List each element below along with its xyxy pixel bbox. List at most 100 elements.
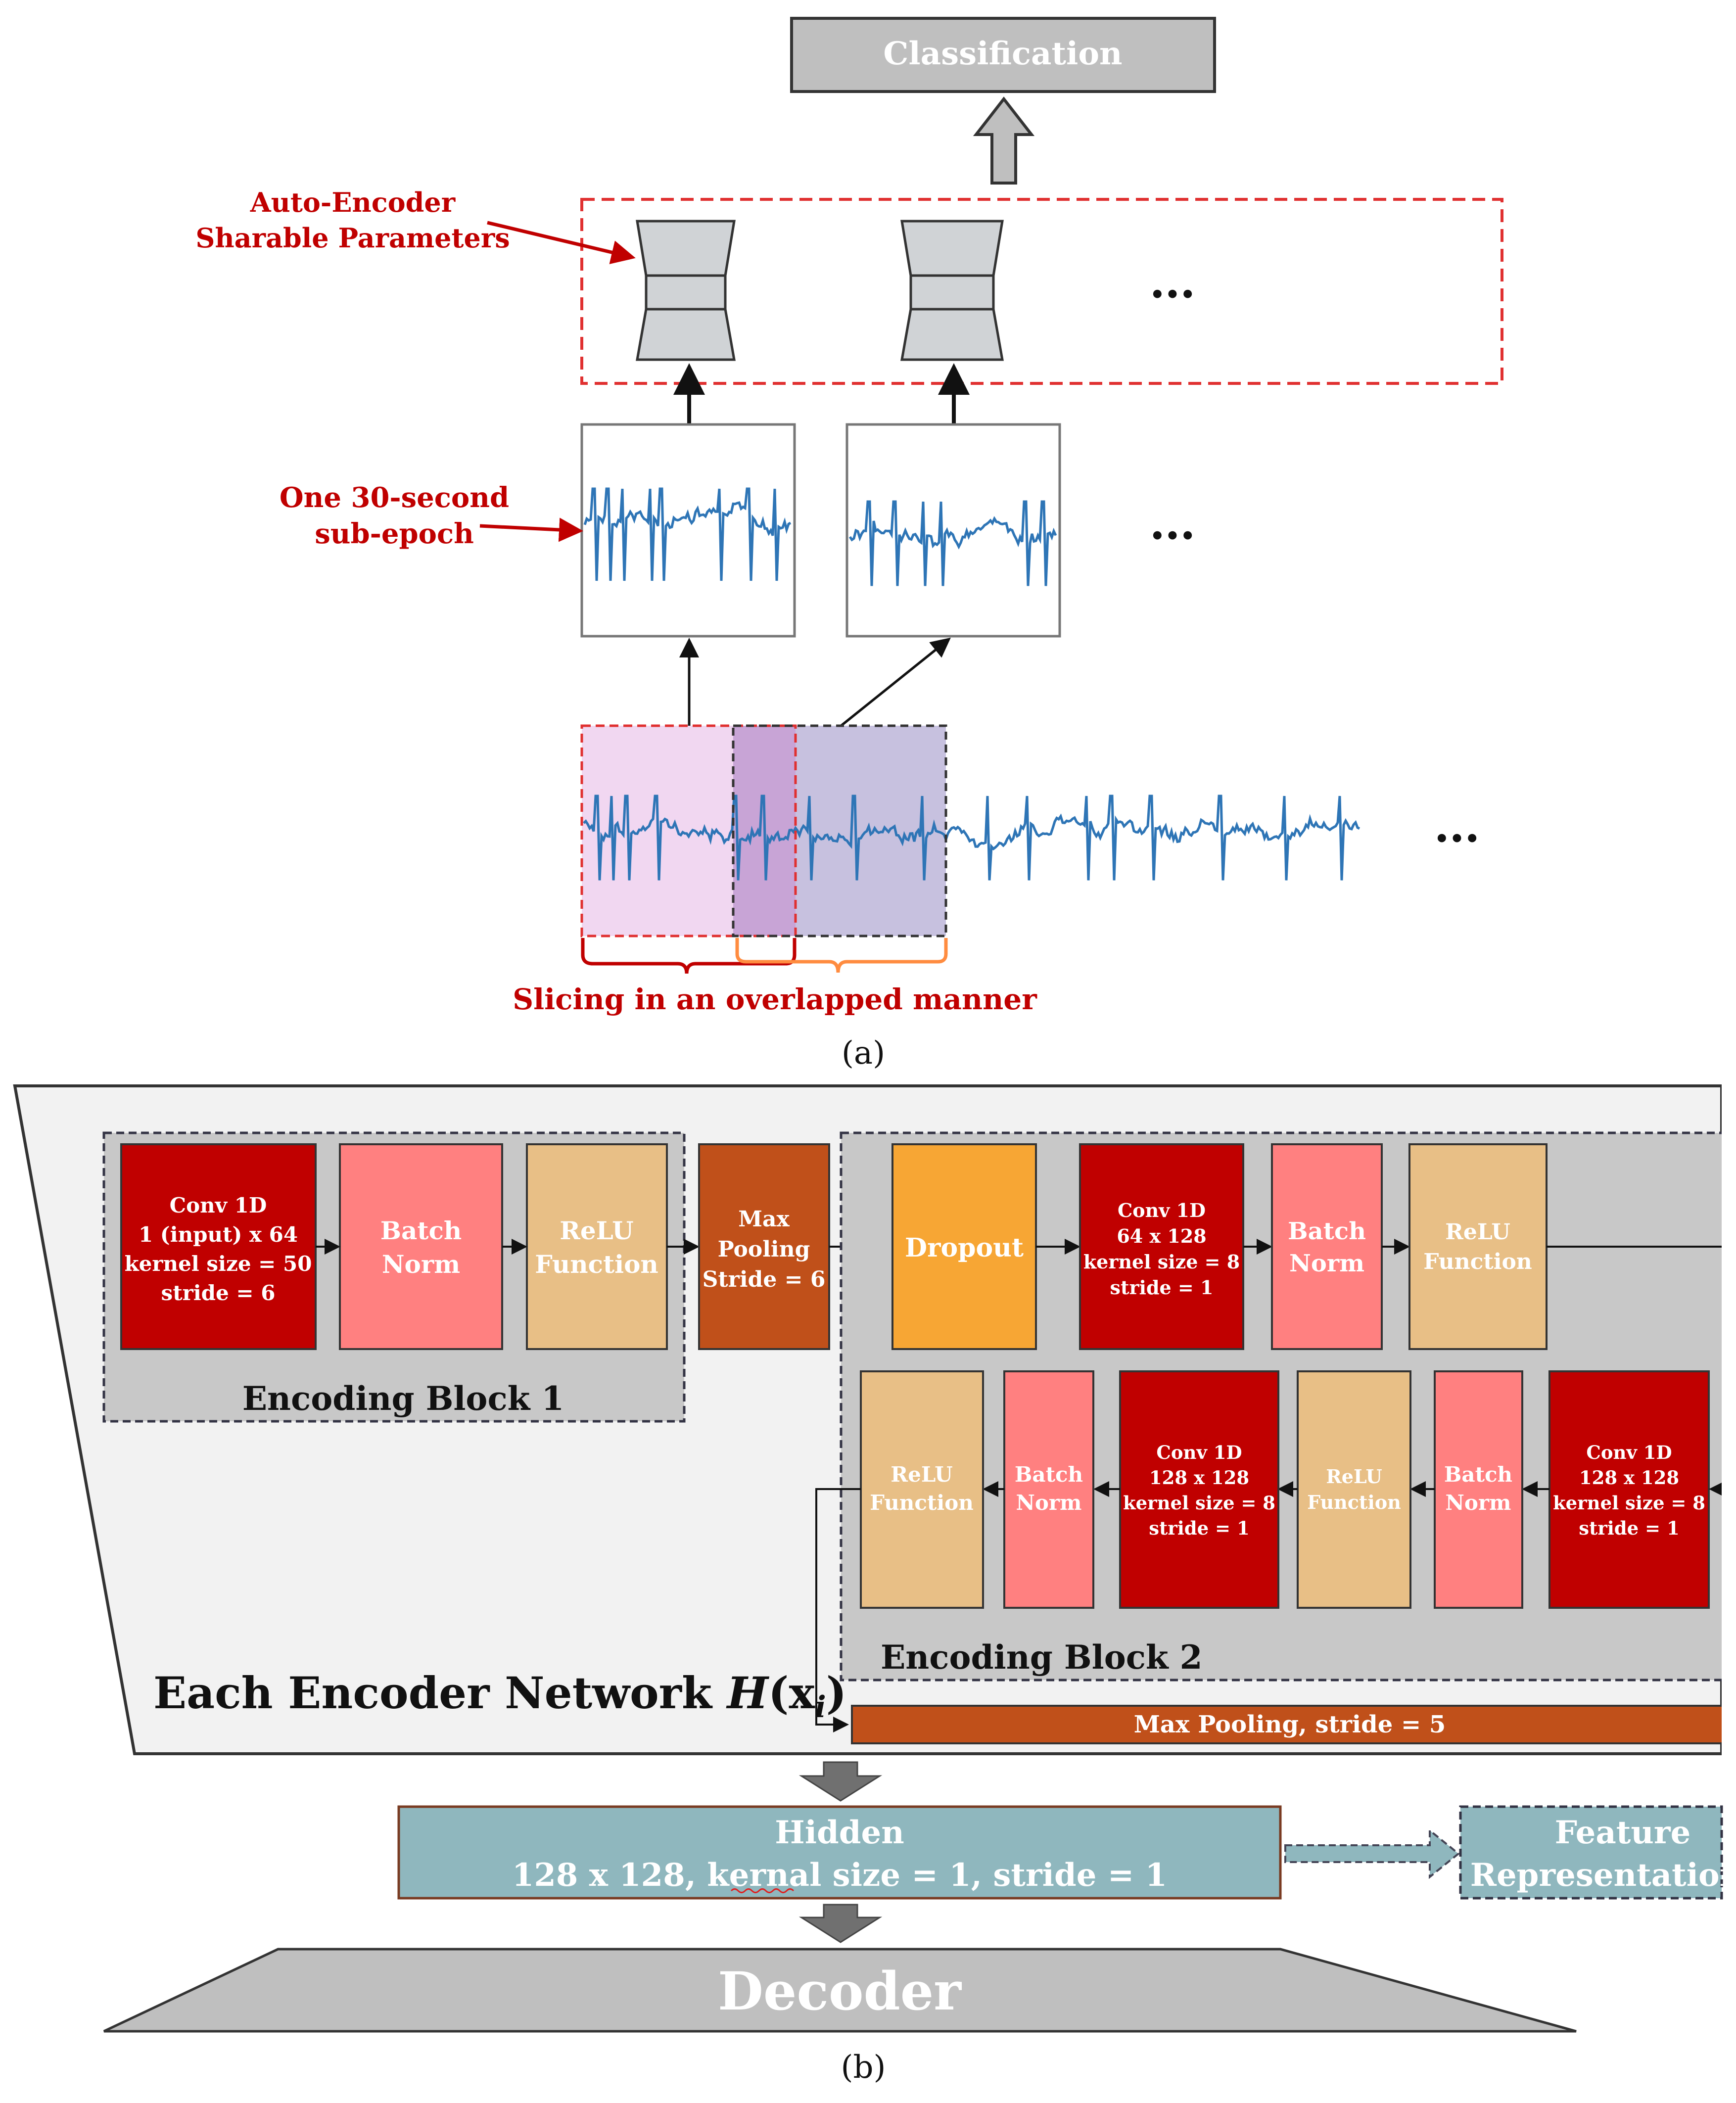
conv1d-label: kernel size = 8 — [1123, 1492, 1275, 1514]
connector — [815, 1488, 861, 1732]
epoch-label: sub-epoch — [315, 517, 474, 550]
conv1d-layer — [120, 1143, 317, 1350]
conv1d-label: kernel size = 50 — [125, 1252, 312, 1276]
conv1d-layer — [1548, 1370, 1710, 1609]
relu-label: Function — [870, 1491, 974, 1515]
batch-norm-layer — [339, 1143, 503, 1350]
hidden-label: Hidden — [775, 1814, 904, 1851]
encoding-block-1-label: Encoding Block 1 — [242, 1379, 564, 1418]
conv1d-label: stride = 1 — [1110, 1276, 1214, 1299]
epoch-label: One 30-second — [280, 481, 509, 514]
conv1d-label: 64 x 128 — [1117, 1225, 1206, 1247]
batch-norm-layer — [1434, 1370, 1523, 1609]
encoder-title-text: Each Encoder Network — [153, 1667, 727, 1719]
batch-norm-label: Batch — [1444, 1462, 1512, 1487]
max-pooling-layer — [698, 1143, 830, 1350]
ellipsis: ••• — [1150, 281, 1195, 309]
relu-label: ReLU — [1445, 1219, 1510, 1245]
relu-label: Function — [1307, 1491, 1401, 1513]
sub-epoch-window — [580, 423, 796, 638]
shared-parameters-region — [580, 198, 1503, 385]
relu-label: Function — [535, 1250, 658, 1279]
conv1d-label: 128 x 128 — [1149, 1467, 1249, 1489]
conv1d-label: stride = 1 — [1149, 1517, 1249, 1539]
slice-window-1-border — [580, 724, 797, 937]
max-pooling-5-layer — [851, 1705, 1722, 1744]
decoder-block — [103, 1948, 1577, 2033]
sub-epoch-signal — [848, 500, 1057, 586]
feature-label: Feature — [1555, 1814, 1691, 1851]
conv1d-label: kernel size = 8 — [1083, 1251, 1240, 1273]
encoder-func: H — [726, 1667, 770, 1719]
conv1d-label: stride = 1 — [1579, 1517, 1679, 1539]
conv1d-label: stride = 6 — [161, 1281, 276, 1305]
label-pointer — [479, 517, 583, 542]
conv1d-label: Conv 1D — [1118, 1199, 1206, 1221]
batch-norm-label: Norm — [1016, 1491, 1082, 1515]
batch-norm-label: Norm — [1289, 1250, 1364, 1277]
relu-layer — [526, 1143, 668, 1350]
slice-window-2-border — [732, 724, 947, 937]
hidden-layer — [397, 1805, 1282, 1900]
conv1d-label: kernel size = 8 — [1553, 1492, 1705, 1514]
sub-epoch-window — [845, 423, 1061, 638]
batch-norm-label: Norm — [382, 1250, 460, 1279]
autoencoder-label: Sharable Parameters — [195, 222, 510, 254]
batch-norm-label: Batch — [380, 1216, 462, 1245]
batch-norm-label: Norm — [1446, 1491, 1511, 1515]
conv1d-label: Conv 1D — [170, 1193, 267, 1217]
relu-layer — [1408, 1143, 1548, 1350]
relu-label: ReLU — [560, 1216, 633, 1245]
max-pooling-label: Stride = 6 — [703, 1267, 826, 1292]
encoder-paren: ) — [826, 1667, 847, 1719]
classification-label: Classification — [883, 35, 1122, 72]
conv1d-layer — [1079, 1143, 1244, 1350]
caption-a: (a) — [842, 1035, 885, 1072]
feature-label: Representation — [1470, 1857, 1736, 1894]
caption-b: (b) — [841, 2049, 886, 2086]
slice-brace — [581, 938, 797, 974]
encoder-sub: i — [815, 1690, 826, 1725]
relu-label: Function — [1423, 1249, 1532, 1274]
slice-brace — [735, 938, 948, 973]
autoencoder-icon — [636, 220, 736, 361]
sub-epoch-signal — [583, 487, 792, 581]
long-signal — [583, 794, 1361, 881]
conv1d-layer — [1119, 1370, 1279, 1609]
batch-norm-label: Batch — [1288, 1217, 1366, 1245]
max-pooling-label: Pooling — [718, 1237, 810, 1262]
max-pooling-label: Max — [738, 1207, 790, 1232]
batch-norm-layer — [1003, 1370, 1094, 1609]
down-arrow-icon — [798, 1761, 883, 1802]
conv1d-label: Conv 1D — [1156, 1442, 1242, 1463]
encoder-paren: ( — [768, 1667, 789, 1719]
batch-norm-layer — [1271, 1143, 1383, 1350]
spellcheck-squiggle — [730, 1888, 795, 1893]
conv1d-label: 128 x 128 — [1579, 1467, 1679, 1489]
max-pooling-5-label: Max Pooling, stride = 5 — [1134, 1711, 1446, 1738]
relu-label: ReLU — [1326, 1465, 1382, 1488]
dropout-label: Dropout — [905, 1233, 1024, 1263]
conv1d-label: Conv 1D — [1586, 1442, 1672, 1463]
encoder-network-title: Each Encoder Network H(xi) — [153, 1667, 846, 1725]
arrow — [840, 637, 951, 727]
ellipsis: ••• — [1434, 825, 1480, 853]
conv1d-label: 1 (input) x 64 — [139, 1222, 298, 1247]
autoencoder-icon — [900, 220, 1004, 361]
ellipsis: ••• — [1150, 522, 1195, 550]
encoding-block-2-label: Encoding Block 2 — [881, 1638, 1203, 1677]
up-arrow-icon — [973, 96, 1035, 185]
panel-a: Classification ••• Auto-Encoder Sharable… — [195, 17, 1503, 1072]
down-arrow-icon — [798, 1904, 883, 1943]
autoencoder-label: Auto-Encoder — [250, 187, 456, 218]
relu-layer — [860, 1370, 984, 1609]
hidden-spec: 128 x 128, kernal size = 1, stride = 1 — [512, 1857, 1167, 1894]
relu-label: ReLU — [891, 1462, 953, 1487]
encoder-arg: x — [789, 1667, 815, 1719]
decoder-label: Decoder — [718, 1960, 962, 2022]
feature-representation — [1459, 1805, 1723, 1900]
classification-box — [790, 17, 1216, 93]
panel-b: Encoding Block 1 Conv 1D 1 (input) x 64 … — [13, 1084, 1722, 1755]
relu-layer — [1297, 1370, 1411, 1609]
